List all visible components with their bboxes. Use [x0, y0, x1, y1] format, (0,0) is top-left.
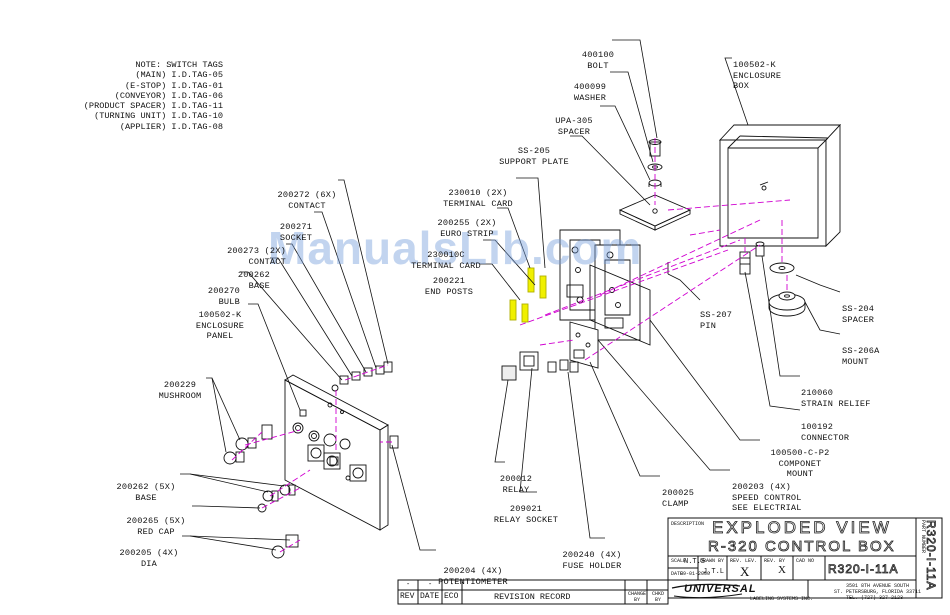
- tb-rev-lev-value: X: [740, 564, 750, 579]
- tb-drawn-by-value: J.T.L: [703, 568, 725, 576]
- euro-strips: [509, 267, 547, 323]
- spacer-and-mount: [768, 262, 806, 317]
- watermark: ManualsLib.com: [268, 222, 643, 274]
- tb-title-line1: EXPLODED VIEW: [712, 518, 892, 538]
- tb-date-label: DATE: [671, 571, 684, 577]
- switch-tags-note: NOTE: SWITCH TAGS (MAIN) I.D.TAG-05 (E-S…: [55, 60, 223, 132]
- rev-dash-2: -: [428, 581, 433, 589]
- label-contact-2x: 200273 (2X)CONTACT: [227, 246, 286, 267]
- tb-cad-no-label: CAD NO: [796, 558, 815, 564]
- note-title: NOTE: SWITCH TAGS: [135, 60, 223, 70]
- title-block-frame: [667, 517, 943, 599]
- tb-part-number-value: R320-I-11A: [924, 520, 939, 591]
- label-euro-strip: 200255 (2X)EURO STRIP: [437, 218, 497, 239]
- tb-rev-lev-label: REV. LEV.: [730, 558, 758, 564]
- rev-header-date: DATE: [420, 592, 440, 601]
- company-address-1: 3501 8TH AVENUE SOUTH: [846, 583, 910, 589]
- enclosure-box: [718, 123, 842, 248]
- note-line: (TURNING UNIT) I.D.TAG-10: [94, 111, 223, 122]
- company-name: UNIVERSAL: [684, 583, 757, 595]
- label-contact-6x: 200272 (6X)CONTACT: [277, 190, 337, 211]
- panel-parts: [261, 361, 399, 466]
- tb-rev-by-value: X: [778, 564, 786, 576]
- label-base-5x: 200262 (5X)BASE: [116, 482, 176, 503]
- tb-scale-label: SCALE: [671, 558, 687, 564]
- label-dia: 200205 (4X)DIA: [119, 548, 179, 569]
- rev-header-rev: REV: [400, 592, 415, 601]
- rev-header-chkd: CHKD BY: [651, 591, 664, 603]
- leader-lines: [180, 39, 841, 551]
- tb-description-label: DESCRIPTION: [671, 521, 705, 527]
- tb-drawn-by-label: DRAWN BY: [700, 558, 725, 564]
- component-mount: [501, 321, 599, 381]
- label-fuse-holder: 200240 (4X)FUSE HOLDER: [562, 550, 622, 571]
- company-address-2: ST. PETERSBURG, FLORIDA 33711: [834, 589, 922, 595]
- enclosure-panel: [284, 374, 389, 531]
- connector-strain-relief: [739, 241, 765, 275]
- rev-dash-1: -: [406, 581, 411, 589]
- note-line: (CONVEYOR) I.D.TAG-06: [114, 90, 223, 101]
- rev-header-change: CHANGE BY: [627, 591, 646, 603]
- explode-lines: [231, 138, 791, 553]
- note-line: (APPLIER) I.D.TAG-08: [119, 121, 223, 132]
- company-sub: LABELING SYSTEMS INC.: [750, 596, 814, 602]
- note-line: (PRODUCT SPACER) I.D.TAG-11: [83, 101, 223, 112]
- tb-cad-no-value: R320-I-11A: [828, 562, 899, 577]
- rev-header-record: REVISION RECORD: [494, 592, 571, 602]
- tb-scale-value: N.T.S: [684, 558, 706, 566]
- tb-rev-by-label: REV. BY: [764, 558, 786, 564]
- tb-date-value: 09-01-2000: [680, 571, 711, 577]
- support-plate: [618, 194, 692, 231]
- tb-part-number-label: PART NUMBER: [920, 520, 926, 554]
- note-line: (MAIN) I.D.TAG-05: [135, 70, 223, 81]
- label-terminal-card-2x: 230010 (2X)TERMINAL CARD: [443, 188, 513, 209]
- company-telephone: TEL. (727) 327-2123: [846, 595, 904, 601]
- terminal-boards: [559, 229, 651, 346]
- rev-header-eco: ECO: [444, 592, 459, 601]
- company-logo: [671, 583, 743, 599]
- label-red-cap: 200265 (5X)RED CAP: [126, 516, 186, 537]
- rev-dash-3: -: [450, 581, 455, 589]
- revision-block-frame: [397, 579, 669, 605]
- note-line: (E-STOP) I.D.TAG-01: [125, 80, 223, 91]
- tb-title-line2: R-320 CONTROL BOX: [708, 538, 896, 556]
- label-potentiometer: 200204 (4X)POTENTIOMETER: [438, 566, 508, 587]
